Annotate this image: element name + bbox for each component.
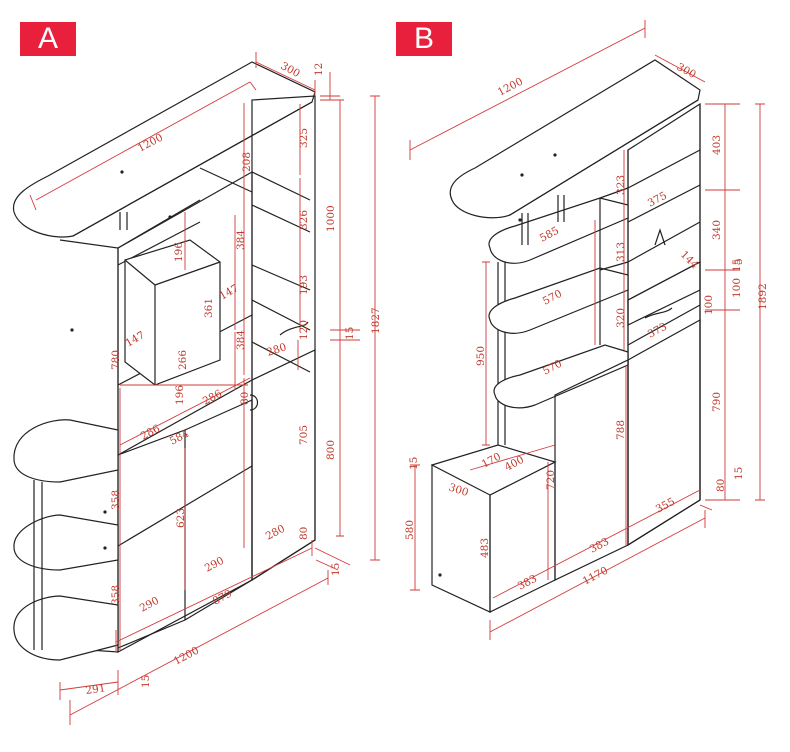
dim-a-384-b: 384 bbox=[235, 330, 247, 350]
cabinet-a-side-shelf-3 bbox=[13, 595, 119, 661]
dim-a-208: 208 bbox=[241, 152, 253, 172]
dim-b-144: 144 bbox=[678, 249, 701, 272]
cabinet-a-dimensions bbox=[29, 52, 380, 725]
cabinet-b-round-shelf-1 bbox=[488, 197, 629, 264]
dim-b-1170: 1170 bbox=[581, 565, 610, 588]
dim-b-100-b: 100 bbox=[703, 295, 715, 315]
dim-a-290-b: 290 bbox=[138, 595, 161, 615]
dim-a-80-b: 80 bbox=[298, 527, 310, 540]
dim-a-879: 879 bbox=[211, 588, 234, 608]
dim-a-358-a: 358 bbox=[110, 490, 122, 510]
dim-a-325: 325 bbox=[298, 128, 310, 148]
cabinet-a-side-shelf-1 bbox=[13, 419, 119, 483]
dim-b-790: 790 bbox=[711, 392, 723, 412]
dim-a-800: 800 bbox=[325, 440, 337, 460]
dim-a-1200-bottom: 1200 bbox=[172, 645, 201, 668]
dim-a-326: 326 bbox=[298, 210, 310, 230]
label-a-badge: A bbox=[20, 22, 76, 56]
dim-a-196-b: 196 bbox=[174, 385, 186, 405]
dim-b-15-a: 15 bbox=[731, 259, 743, 272]
dim-b-1892: 1892 bbox=[757, 283, 769, 310]
dim-b-300-b: 300 bbox=[447, 481, 470, 499]
dim-b-323: 323 bbox=[615, 175, 627, 195]
dim-a-584: 584 bbox=[168, 427, 192, 447]
cabinet-b-lower-box bbox=[430, 444, 557, 496]
dim-a-280-a: 280 bbox=[265, 341, 288, 359]
dim-a-12: 12 bbox=[313, 63, 325, 76]
dim-a-358-b: 358 bbox=[110, 585, 122, 605]
dim-a-266: 266 bbox=[177, 350, 189, 370]
dim-a-193: 193 bbox=[298, 275, 310, 295]
dim-b-320: 320 bbox=[615, 308, 627, 328]
dim-b-15-c: 15 bbox=[733, 467, 745, 480]
dim-a-196-a: 196 bbox=[173, 242, 185, 262]
cabinet-b-round-shelf-2 bbox=[488, 267, 629, 334]
cabinet-b-dimensions bbox=[409, 20, 765, 640]
label-b-badge: B bbox=[396, 22, 452, 56]
dim-a-15-b: 15 bbox=[330, 563, 342, 576]
cabinet-a-side-shelf-2 bbox=[13, 514, 119, 571]
dim-a-361: 361 bbox=[203, 298, 215, 318]
dim-a-120: 120 bbox=[298, 320, 310, 340]
dim-a-384-a: 384 bbox=[235, 230, 247, 250]
dim-a-291: 291 bbox=[85, 682, 107, 697]
dim-b-355: 355 bbox=[654, 496, 677, 516]
dim-b-483: 483 bbox=[479, 538, 491, 558]
dim-a-623: 623 bbox=[175, 508, 187, 528]
cabinet-b-round-shelf-3 bbox=[493, 344, 629, 409]
dim-a-1827: 1827 bbox=[370, 307, 382, 334]
dim-a-280-b: 280 bbox=[264, 523, 287, 543]
dim-a-15-c: 15 bbox=[140, 675, 152, 688]
dim-b-580: 580 bbox=[404, 520, 416, 540]
dim-b-720: 720 bbox=[545, 470, 557, 490]
cabinet-a bbox=[12, 61, 316, 661]
label-b-text: B bbox=[413, 22, 434, 55]
cabinet-a-top-board bbox=[12, 61, 316, 238]
dim-a-1000: 1000 bbox=[325, 205, 337, 232]
dim-a-780: 780 bbox=[110, 350, 122, 370]
dim-a-286-b: 286 bbox=[201, 387, 225, 407]
dim-a-705: 705 bbox=[298, 425, 310, 445]
dim-b-5: 5 bbox=[733, 258, 745, 265]
label-a-text: A bbox=[37, 22, 58, 55]
dim-b-1200: 1200 bbox=[496, 76, 525, 99]
cabinet-b bbox=[430, 59, 701, 613]
dim-a-290-a: 290 bbox=[203, 555, 226, 575]
dim-a-147-a: 147 bbox=[218, 282, 241, 302]
cabinet-b-top-board bbox=[449, 59, 701, 219]
dim-a-15-a: 15 bbox=[344, 327, 356, 340]
dim-b-340: 340 bbox=[711, 220, 723, 240]
dim-a-80-a: 80 bbox=[239, 392, 251, 405]
dim-b-100-a: 100 bbox=[731, 278, 743, 298]
dim-b-788: 788 bbox=[615, 420, 627, 440]
cabinet-a-cube bbox=[124, 239, 221, 386]
dim-b-313: 313 bbox=[615, 242, 627, 262]
dim-b-15-b: 15 bbox=[408, 457, 420, 470]
dim-b-80: 80 bbox=[715, 479, 727, 492]
dim-b-950: 950 bbox=[475, 346, 487, 366]
dim-b-403: 403 bbox=[711, 135, 723, 155]
